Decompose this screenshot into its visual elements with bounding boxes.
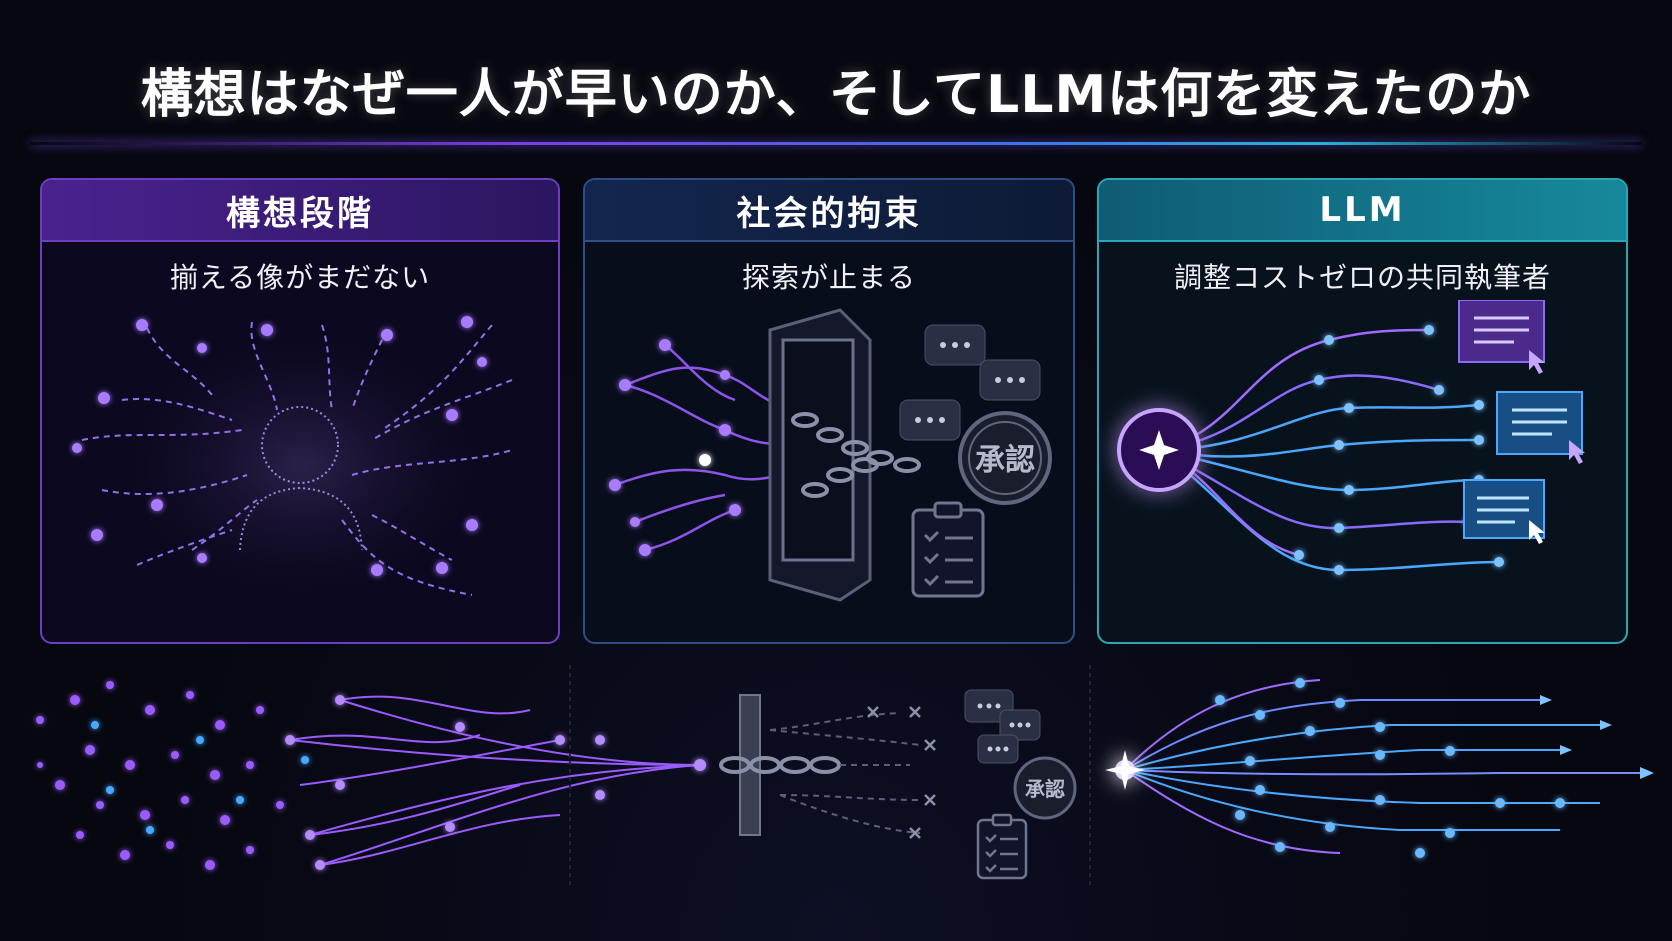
bottom-stamp-label: 承認 (1025, 777, 1065, 801)
chained-door-icon (768, 308, 921, 602)
panel-ideation-heading: 構想段階 (42, 180, 558, 242)
document-cursor-icon (1458, 300, 1545, 374)
panel-social-constraint: 社会的拘束 探索が止まる (583, 178, 1075, 644)
checklist-icon (911, 501, 985, 598)
checklist-icon (976, 813, 1028, 880)
chat-bubble-icon (899, 324, 1041, 441)
social-illustration: 承認 (609, 308, 1052, 602)
panel-llm-subtitle: 調整コストゼロの共同執筆者 (1173, 261, 1551, 294)
panel-llm-heading: LLM (1099, 180, 1626, 242)
stamp-label: 承認 (975, 443, 1035, 478)
document-cursor-icon (1463, 479, 1545, 544)
panel-social-heading: 社会的拘束 (585, 180, 1073, 242)
chat-bubble-icon (964, 689, 1041, 764)
approval-stamp-icon: 承認 (1013, 756, 1077, 820)
page-title: 構想はなぜ一人が早いのか、そしてLLMは何を変えたのか (140, 65, 1532, 125)
bottom-flow-illustration: 承認 (36, 665, 1654, 885)
approval-stamp-icon: 承認 (958, 411, 1052, 505)
document-cursor-icon (1496, 391, 1585, 464)
sparkle-icon (1105, 750, 1145, 790)
panel-ideation-subtitle: 揃える像がまだない (169, 261, 431, 294)
scattered-ideas-cluster (36, 681, 309, 870)
barrier-chain-icon (719, 694, 841, 836)
ideation-illustration (72, 316, 513, 605)
person-silhouette-icon (239, 406, 363, 551)
panel-social-subtitle: 探索が止まる (741, 261, 916, 294)
sparkle-icon (1117, 408, 1201, 492)
panel-ideation: 構想段階 揃える像がまだない (40, 178, 560, 644)
llm-illustration (1117, 300, 1585, 575)
title-divider (30, 142, 1642, 145)
panel-llm: LLM 調整コストゼロの共同執筆者 (1097, 178, 1628, 644)
